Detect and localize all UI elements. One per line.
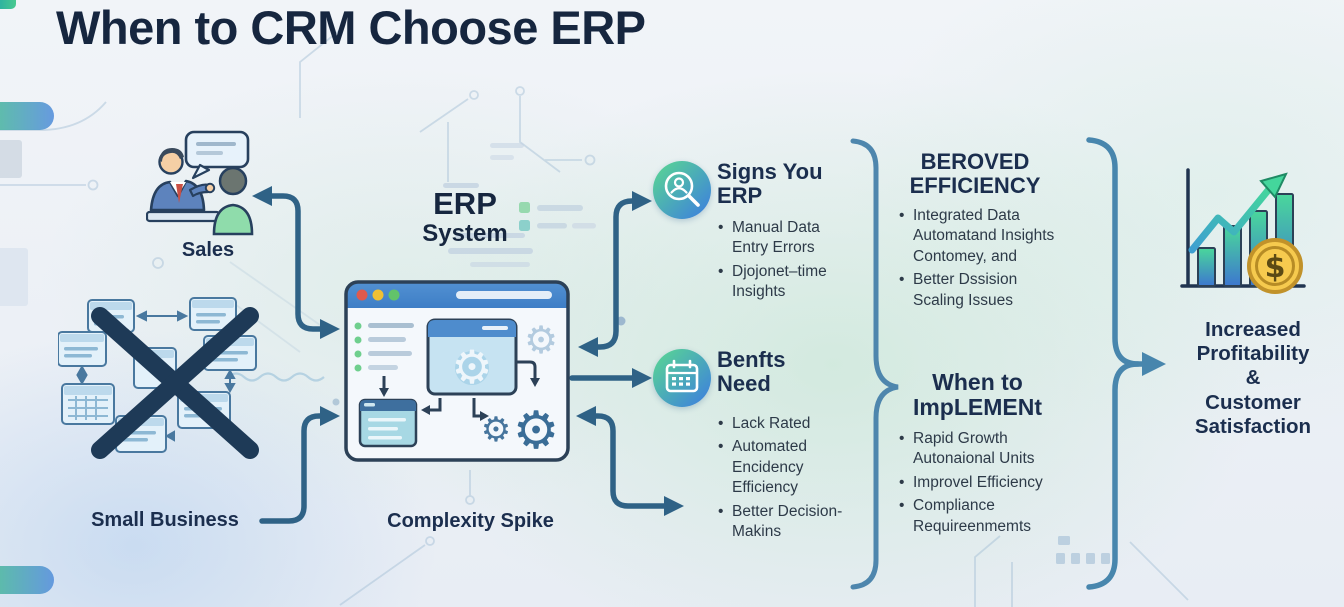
scattered-apps-crossed-icon <box>58 297 259 459</box>
benefits-heading-line1: Benfts <box>717 347 786 372</box>
side-panel <box>358 398 418 448</box>
speech-bubble-icon <box>184 130 250 180</box>
bullet-item: Better Decision-Makins <box>717 502 851 543</box>
outcome-label: Increased Profitability & Customer Satis… <box>1163 318 1343 439</box>
arrow-sales-path <box>267 193 325 332</box>
bullet-item: Manual Data Entry Errors <box>717 218 851 259</box>
benefits-icon-circle <box>653 349 711 407</box>
outcome-line4: Customer <box>1205 390 1301 414</box>
erp-line1: ERP <box>433 186 497 221</box>
signs-heading-line1: Signs You <box>717 159 823 184</box>
dollar-coin-icon: $ <box>1247 238 1303 294</box>
arrowheads <box>252 186 684 516</box>
left-edge-block-1 <box>0 140 22 178</box>
arrow-bottom-path <box>591 413 669 509</box>
signs-heading-line2: ERP <box>717 182 763 208</box>
erp-line2: System <box>422 219 508 247</box>
conversation-icon <box>146 130 254 236</box>
efficiency-heading-line2: EFFICIENCY <box>909 172 1041 198</box>
outcome-line1: Increased <box>1205 318 1301 341</box>
bracket-2 <box>1086 137 1147 590</box>
growth-arrow-line <box>1188 184 1274 254</box>
left-edge-block-2 <box>0 248 28 306</box>
bullet-item: Compliance Requireenmemts <box>898 496 1070 537</box>
arrow-signs-path <box>593 198 637 350</box>
traffic-light-dots <box>356 289 400 301</box>
flow-arrows-inner <box>382 360 537 418</box>
complexity-spike-label: Complexity Spike <box>387 510 554 532</box>
bullet-item: Automated Encidency Efficiency <box>717 437 851 498</box>
left-gradient-bar <box>0 102 54 130</box>
checklist-decor <box>519 202 596 231</box>
light-gear-icon: ⚙ <box>524 318 558 362</box>
sales-label: Sales <box>181 239 235 261</box>
magnifier-user-icon <box>664 171 700 207</box>
benefits-bullet-list: Lack Rated Automated Encidency Efficienc… <box>717 414 851 546</box>
implement-heading-line2: ImpLEMENt <box>912 393 1043 420</box>
efficiency-heading: BEROVED EFFICIENCY <box>885 150 1065 198</box>
signs-bullet-list: Manual Data Entry Errors Djojonet–time I… <box>717 218 851 306</box>
pixel-dots-decor <box>1056 536 1110 564</box>
flow-arrowheads-inner <box>379 378 540 421</box>
cross-x-icon <box>91 307 259 459</box>
bullet-item: Lack Rated <box>717 414 851 435</box>
benefits-heading-line2: Need <box>717 370 771 396</box>
calendar-icon <box>665 359 699 393</box>
bracket-2-arrowhead <box>1142 352 1166 376</box>
erp-system-label: ERP System <box>385 186 545 247</box>
implement-heading-line1: When to <box>932 369 1023 395</box>
bottom-gradient-bar <box>0 566 54 594</box>
salesperson-figure <box>146 148 221 223</box>
growth-chart-coin-icon: $ <box>1180 168 1306 294</box>
inner-window: ⚙ <box>426 318 518 396</box>
small-business-label: Small Business <box>91 509 239 531</box>
outcome-line5: Satisfaction <box>1194 414 1312 438</box>
link-arrows <box>76 310 236 442</box>
arrow-smallbiz-path <box>259 413 325 524</box>
outcome-line3: & <box>1245 366 1261 390</box>
bullet-item: Better Dssision Scaling Issues <box>898 270 1060 311</box>
signs-heading: Signs You ERP <box>717 160 823 208</box>
signs-icon-circle <box>653 161 711 219</box>
calendar-grid <box>68 396 108 420</box>
url-pill <box>456 291 552 299</box>
page-title: When to CRM Choose ERP <box>56 1 646 54</box>
big-gear-icon: ⚙ <box>513 401 560 461</box>
implement-bullet-list: Rapid Growth Autonaional Units Improvel … <box>898 429 1070 540</box>
curly-brace-1 <box>850 138 899 590</box>
efficiency-bullet-list: Integrated Data Automatand Insights Cont… <box>898 206 1060 314</box>
efficiency-heading-line1: BEROVED <box>920 149 1030 174</box>
customer-figure <box>212 166 254 236</box>
corner-accent <box>0 0 16 9</box>
growth-arrowhead <box>1259 172 1288 199</box>
squiggle-decor <box>227 372 325 382</box>
browser-gears-icon: ⚙ ⚙ ⚙ ⚙ <box>344 280 570 462</box>
svg-text:$: $ <box>1265 250 1286 285</box>
menu-list <box>354 322 414 372</box>
bullet-item: Improvel Efficiency <box>898 473 1070 494</box>
benefits-heading: Benfts Need <box>717 348 785 396</box>
bars-decor <box>443 143 533 267</box>
bullet-item: Rapid Growth Autonaional Units <box>898 429 1070 470</box>
bullet-item: Integrated Data Automatand Insights Cont… <box>898 206 1060 267</box>
implement-heading: When to ImpLEMENt <box>885 370 1070 420</box>
bullet-item: Djojonet–time Insights <box>717 262 851 303</box>
center-gear-icon: ⚙ <box>451 340 492 394</box>
outcome-line2: Profitability <box>1196 342 1310 366</box>
